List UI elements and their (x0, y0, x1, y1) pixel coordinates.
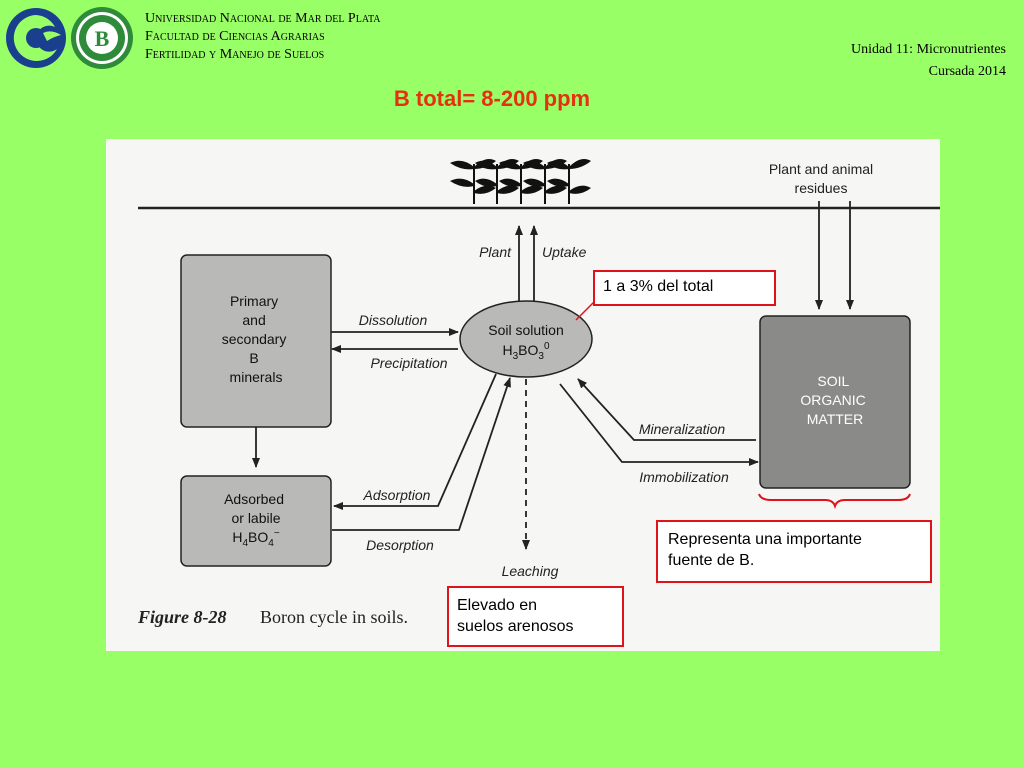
course-name: Fertilidad y Manejo de Suelos (145, 47, 325, 62)
callout-organic-matter-source: Representa una importante fuente de B. (656, 520, 932, 583)
som-brace (758, 493, 911, 510)
primary-line2: and (242, 312, 265, 328)
primary-line4: B (249, 350, 258, 366)
mineralization-label: Mineralization (639, 421, 726, 437)
plant-label: Plant (479, 244, 512, 260)
som-line2: ORGANIC (800, 392, 865, 408)
primary-line3: secondary (222, 331, 287, 347)
slide-title: B total= 8-200 ppm (393, 86, 591, 111)
svg-text:SOIL ORGANIC MATTER: SOIL ORGANIC MATTER (800, 373, 869, 427)
uptake-label: Uptake (542, 244, 587, 260)
svg-text:Primary and secondary: Primary and secondary B minerals (222, 293, 290, 385)
adsorbed-formula: H4BO4− (232, 528, 279, 549)
soil-organic-matter-box (759, 315, 911, 489)
unit-title: Unidad 11: Micronutrientes (850, 42, 1006, 57)
course-year: Cursada 2014 (928, 64, 1006, 79)
residues-label-line1: Plant and animal (769, 161, 873, 177)
svg-text:B: B (95, 26, 110, 51)
residues-label-line2: residues (795, 180, 848, 196)
callout-leaching-sandy: Elevado en suelos arenosos (447, 586, 624, 647)
soil-solution-label: Soil solution (488, 322, 564, 338)
precipitation-label: Precipitation (370, 355, 447, 371)
callout-solution-percent: 1 a 3% del total (593, 270, 776, 306)
unit-header: Unidad 11: Micronutrientes Cursada 2014 (851, 39, 1006, 83)
desorption-label: Desorption (366, 537, 434, 553)
institution-header: Universidad Nacional de Mar del Plata Fa… (145, 10, 380, 64)
svg-text:Adsorbed or labile: Adsorbed or labile (224, 491, 288, 526)
faculty-name: Facultad de Ciencias Agrarias (145, 29, 325, 44)
som-line3: MATTER (807, 411, 864, 427)
adsorbed-labile-box (180, 475, 332, 567)
slide-title-wrap: B total= 8-200 ppm (0, 86, 1024, 112)
primary-line1: Primary (230, 293, 278, 309)
university-logo (6, 8, 66, 68)
immobilization-label: Immobilization (639, 469, 729, 485)
dissolution-label: Dissolution (359, 312, 428, 328)
figure-caption: Boron cycle in soils. (260, 607, 408, 627)
primary-line5: minerals (230, 369, 283, 385)
adsorbed-line2: or labile (231, 510, 280, 526)
adsorbed-line1: Adsorbed (224, 491, 284, 507)
adsorption-label: Adsorption (363, 487, 431, 503)
leaching-label: Leaching (502, 563, 559, 579)
soil-solution-formula: H3BO30 (502, 341, 549, 362)
callout-pointer (575, 301, 595, 321)
plant-icons (450, 159, 591, 204)
soil-solution-node (459, 300, 593, 378)
figure-number: Figure 8-28 (137, 607, 227, 627)
faculty-logo: B (71, 7, 133, 69)
som-line1: SOIL (817, 373, 849, 389)
university-name: Universidad Nacional de Mar del Plata (145, 11, 381, 26)
